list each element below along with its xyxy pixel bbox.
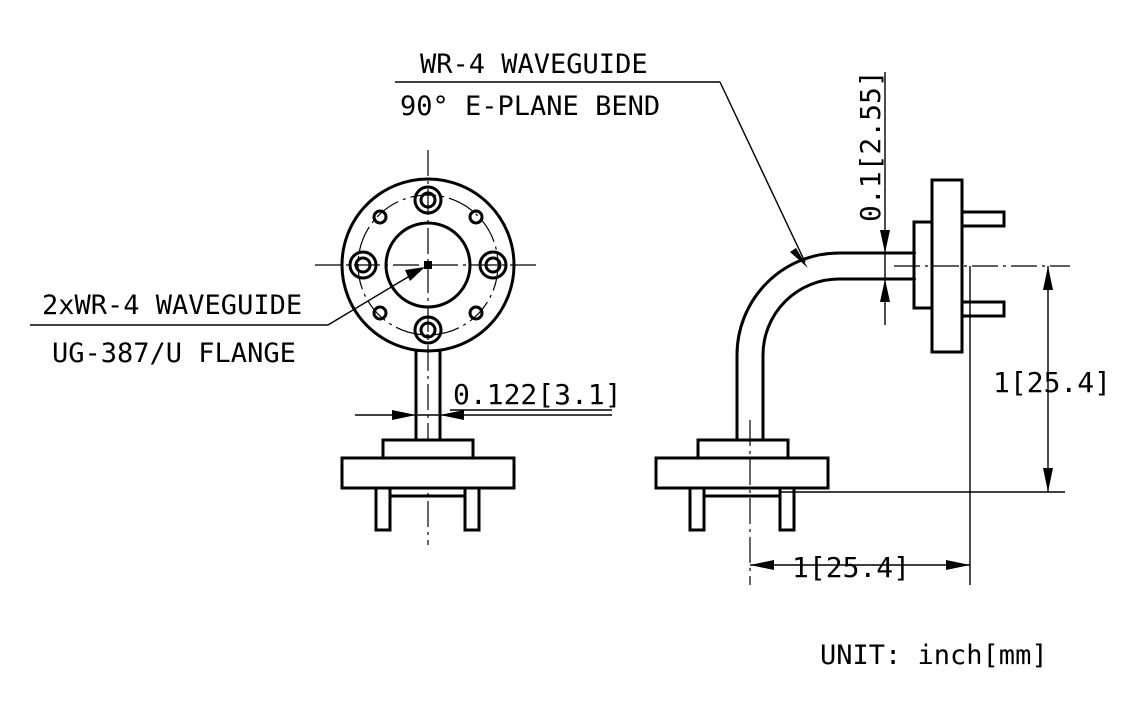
side-view bbox=[395, 72, 1070, 585]
unit-label: UNIT: inch[mm] bbox=[820, 640, 1048, 671]
pin-holes bbox=[372, 209, 484, 321]
bend-body bbox=[735, 251, 914, 440]
wall-thickness-dimension: 0.122[3.1] bbox=[453, 378, 622, 411]
horizontal-offset-dimension: 1[25.4] bbox=[792, 551, 910, 584]
flange-label-line1: 2xWR-4 WAVEGUIDE bbox=[42, 290, 302, 321]
bend-title-line2: 90° E-PLANE BEND bbox=[400, 91, 660, 122]
flange-label-line2: UG-387/U FLANGE bbox=[52, 338, 296, 369]
bolt-holes bbox=[348, 185, 508, 345]
bend-title-line1: WR-4 WAVEGUIDE bbox=[420, 49, 648, 80]
flange-gap-dimension: 0.1[2.55] bbox=[854, 70, 887, 222]
flange-outer-circle bbox=[340, 177, 516, 353]
front-view bbox=[30, 150, 612, 545]
waveguide-aperture bbox=[424, 261, 432, 269]
vertical-offset-dimension: 1[25.4] bbox=[993, 366, 1111, 399]
